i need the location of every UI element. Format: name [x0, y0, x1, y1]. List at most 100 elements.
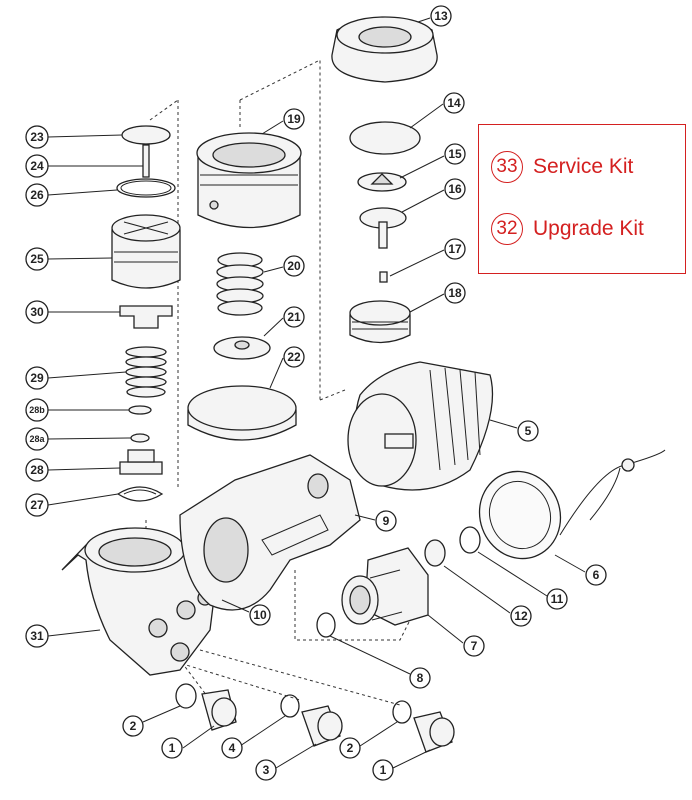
callout-21: 21	[283, 306, 305, 328]
svg-text:4: 4	[229, 741, 236, 755]
svg-text:11: 11	[551, 592, 564, 606]
callout-4: 4	[221, 737, 243, 759]
svg-text:8: 8	[417, 671, 424, 685]
callout-11: 11	[546, 588, 568, 610]
callout-28b: 28b	[25, 398, 49, 422]
part-7-yoke-screw	[341, 547, 429, 626]
svg-text:26: 26	[30, 188, 44, 202]
part-6-dust-cap	[478, 449, 666, 560]
part-30-seat-holder	[119, 305, 173, 329]
part-3-plug	[301, 705, 343, 747]
svg-text:29: 29	[30, 371, 44, 385]
upgrade-kit-label: Upgrade Kit	[533, 217, 644, 240]
callout-31: 31	[25, 624, 49, 648]
svg-text:9: 9	[383, 514, 390, 528]
callout-19: 19	[283, 108, 305, 130]
callout-28a: 28a	[25, 427, 49, 451]
callout-3: 3	[255, 759, 277, 781]
svg-text:3: 3	[263, 763, 270, 777]
part-20-spring	[216, 252, 264, 316]
part-5-yoke-knob	[347, 361, 494, 491]
callout-28: 28	[25, 458, 49, 482]
part-4-o-ring	[280, 694, 300, 718]
callout-27: 27	[25, 493, 49, 517]
svg-text:30: 30	[30, 305, 44, 319]
part-27-circlip	[116, 486, 164, 502]
svg-text:28b: 28b	[29, 405, 45, 415]
svg-text:23: 23	[30, 130, 44, 144]
svg-text:25: 25	[30, 252, 44, 266]
part-9-yoke	[179, 454, 361, 611]
part-16-poppet	[359, 207, 407, 249]
part-26-o-ring	[116, 178, 176, 198]
legend-upgrade-kit: 32 Upgrade Kit	[491, 213, 644, 245]
upgrade-kit-number: 32	[491, 213, 523, 245]
callout-1-left: 1	[161, 737, 183, 759]
callout-1-right: 1	[372, 759, 394, 781]
svg-text:21: 21	[287, 310, 301, 324]
part-19-housing-ring	[196, 132, 302, 229]
part-11-retaining-ring	[459, 526, 481, 554]
svg-text:27: 27	[30, 498, 44, 512]
part-28a-ring	[130, 433, 150, 443]
part-1-plug-left	[201, 689, 237, 731]
part-28-adjuster	[119, 449, 163, 475]
callout-22: 22	[283, 346, 305, 368]
svg-text:17: 17	[448, 242, 462, 256]
part-21-diaphragm-plate	[213, 336, 271, 360]
svg-text:6: 6	[593, 568, 600, 582]
part-17-screw	[379, 271, 388, 283]
part-13-cap	[331, 16, 438, 83]
callout-12: 12	[510, 605, 532, 627]
part-28b-ring	[128, 405, 152, 415]
callouts: 13 14 15 16 17 18 19 20 21 22 23 24 26 2…	[25, 5, 607, 781]
svg-text:13: 13	[434, 9, 448, 23]
callout-2-right: 2	[339, 737, 361, 759]
part-8-o-ring	[316, 612, 336, 638]
callout-7: 7	[463, 635, 485, 657]
callout-8: 8	[409, 667, 431, 689]
svg-text:12: 12	[514, 609, 528, 623]
callout-10: 10	[249, 604, 271, 626]
callout-23: 23	[25, 125, 49, 149]
svg-text:14: 14	[447, 96, 461, 110]
callout-16: 16	[444, 178, 466, 200]
svg-text:16: 16	[448, 182, 462, 196]
svg-text:1: 1	[380, 763, 387, 777]
part-24-pin	[142, 144, 150, 178]
part-31-first-stage-body	[61, 527, 216, 676]
svg-text:20: 20	[287, 259, 301, 273]
service-kit-label: Service Kit	[533, 155, 634, 178]
part-12-filter	[424, 539, 446, 567]
leader-lines	[47, 17, 586, 769]
svg-text:19: 19	[287, 112, 301, 126]
part-25-piston	[111, 214, 181, 289]
svg-text:28: 28	[30, 463, 44, 477]
svg-text:2: 2	[347, 741, 354, 755]
part-2-o-ring-right	[392, 700, 412, 724]
svg-text:24: 24	[30, 159, 44, 173]
part-23-cap-disc	[121, 125, 171, 145]
service-kit-number: 33	[491, 151, 523, 183]
callout-14: 14	[443, 92, 465, 114]
callout-5: 5	[517, 420, 539, 442]
kit-legend: 33 Service Kit 32 Upgrade Kit	[478, 124, 686, 274]
part-18-threaded-plug	[349, 300, 411, 344]
callout-29: 29	[25, 366, 49, 390]
svg-text:7: 7	[471, 639, 478, 653]
part-22-diaphragm	[187, 385, 297, 441]
callout-13: 13	[430, 5, 452, 27]
callout-26: 26	[25, 183, 49, 207]
callout-15: 15	[444, 143, 466, 165]
svg-text:31: 31	[30, 629, 44, 643]
part-1-plug-right	[413, 711, 455, 753]
svg-text:10: 10	[253, 608, 267, 622]
callout-2-left: 2	[122, 715, 144, 737]
callout-25: 25	[25, 247, 49, 271]
callout-6: 6	[585, 564, 607, 586]
part-29-spring	[125, 346, 167, 398]
callout-18: 18	[444, 282, 466, 304]
svg-text:15: 15	[448, 147, 462, 161]
svg-text:18: 18	[448, 286, 462, 300]
